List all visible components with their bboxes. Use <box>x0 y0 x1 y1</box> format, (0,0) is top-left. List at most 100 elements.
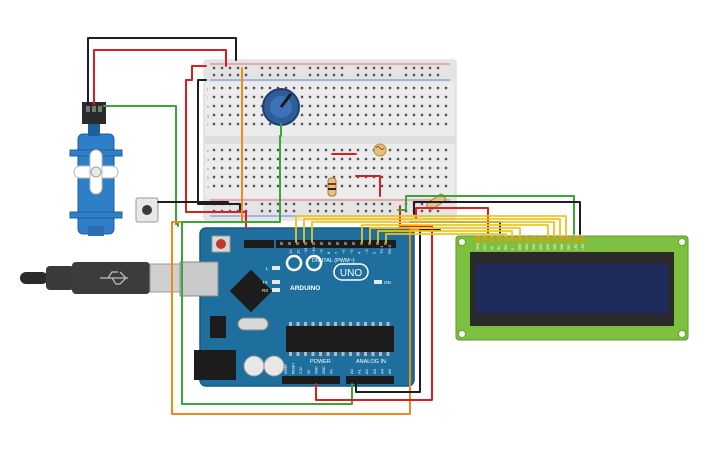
wire-rail-black <box>197 79 241 211</box>
model-label: UNO <box>340 268 362 279</box>
lcd-pin[interactable] <box>581 236 585 242</box>
lcd-pin[interactable] <box>483 236 487 242</box>
usb-cable[interactable] <box>20 262 183 294</box>
digital-label: DIGITAL (PWM~) <box>312 258 355 264</box>
analog-label: ANALOG IN <box>356 359 386 365</box>
lcd-pin-label: V0 <box>490 246 494 250</box>
analog-pin-label: A3 <box>372 368 377 374</box>
wire-black-bottom <box>355 229 441 393</box>
potentiometer[interactable] <box>262 88 300 126</box>
crystal <box>237 317 269 331</box>
lcd-pin[interactable] <box>539 236 543 242</box>
lcd-pin-label: DB3 <box>539 244 543 250</box>
lcd-pin[interactable] <box>497 236 501 242</box>
row-letter: g <box>207 113 209 118</box>
row-letter: b <box>207 175 210 180</box>
row-letter: a <box>207 184 210 189</box>
power-pin-label: Vin <box>330 369 334 374</box>
digital-pin-label: 2 <box>372 251 377 254</box>
digital-pin-label: 7 <box>334 251 339 254</box>
lcd-pin-label: DB7 <box>567 244 571 250</box>
brand-label: ARDUINO <box>290 285 320 292</box>
row-letter: c <box>207 166 209 171</box>
usb-port[interactable] <box>179 261 219 297</box>
row-letter: f <box>207 122 209 127</box>
digital-pin-label: ~11 <box>303 247 308 254</box>
lcd-pin[interactable] <box>567 236 571 242</box>
wire-yellow <box>295 215 567 243</box>
lcd-pin-label: DB6 <box>560 244 564 250</box>
lcd-pin[interactable] <box>476 236 480 242</box>
wire-green-lcd <box>397 195 575 235</box>
lcd-pin[interactable] <box>490 236 494 242</box>
digital-pin-label: ~6 <box>341 249 346 254</box>
digital-pin-label: RX 0 <box>387 244 392 254</box>
lcd-pin-label: DB0 <box>518 244 522 250</box>
lcd-pin-label: RW <box>504 245 508 250</box>
wire-yellow <box>369 227 521 243</box>
power-pin-label: IOREF <box>284 364 288 374</box>
analog-pin-label: A0 <box>349 368 354 374</box>
reset-icon <box>216 239 226 249</box>
wire-yellow <box>361 224 549 243</box>
lcd-pin[interactable] <box>546 236 550 242</box>
usb-chip <box>229 269 273 313</box>
servo-motor[interactable] <box>69 102 123 236</box>
power-pin-label: RESET <box>292 363 296 374</box>
analog-header <box>346 376 394 384</box>
digital-pin-label: 8 <box>326 251 331 254</box>
wire-yellow <box>377 230 513 243</box>
wire-red-bottom <box>315 225 433 401</box>
wire-pot-analog <box>181 123 353 405</box>
lcd-pin[interactable] <box>560 236 564 242</box>
lcd-pin-label: LED <box>574 243 578 250</box>
lcd-pin[interactable] <box>532 236 536 242</box>
capacitor-2 <box>263 355 285 377</box>
power-pin-label: GND <box>314 366 318 374</box>
digital-pin-label: 12 <box>296 249 301 254</box>
analog-pin-label: A2 <box>364 368 369 374</box>
lcd-pin-label: VCC <box>483 243 487 250</box>
row-letter: h <box>207 104 209 109</box>
lcd-screen <box>476 264 668 314</box>
digital-pin-label: ~9 <box>318 249 323 254</box>
on-led <box>374 280 382 284</box>
row-letter: i <box>207 95 208 100</box>
lcd-pin-label: GND <box>476 242 480 250</box>
lcd-pin-label: DB2 <box>532 244 536 250</box>
push-button[interactable] <box>135 197 159 223</box>
lcd-pin[interactable] <box>511 236 515 242</box>
analog-pin-label: A5 <box>387 368 392 374</box>
analog-pin-label: A1 <box>357 368 362 374</box>
wire-yellow <box>303 218 561 243</box>
power-pin-label: 5V <box>307 369 311 374</box>
lcd-pin-label: RS <box>497 246 501 250</box>
lcd-pin[interactable] <box>553 236 557 242</box>
servo-horn[interactable] <box>73 149 119 195</box>
lcd-pin[interactable] <box>574 236 578 242</box>
power-header <box>282 376 340 384</box>
lcd-pin-label: DB1 <box>525 244 529 250</box>
tx-led-label: TX <box>262 280 268 285</box>
lcd-pin[interactable] <box>518 236 522 242</box>
rx-led <box>272 288 280 292</box>
wire-servo-gnd <box>87 37 237 105</box>
power-jack[interactable] <box>194 350 236 380</box>
resistor-1[interactable] <box>327 177 337 197</box>
wire-rail-red <box>185 65 247 229</box>
lcd-pin[interactable] <box>504 236 508 242</box>
arduino-uno[interactable]: ARDUINO UNO L TX RX ON DIGITAL (PWM~) PO… <box>179 227 415 387</box>
digital-pin-label: ~10 <box>311 246 316 254</box>
lcd-pin[interactable] <box>525 236 529 242</box>
digital-pin-label: ~3 <box>364 249 369 254</box>
photoresistor[interactable] <box>373 143 387 157</box>
l-led-label: L <box>266 266 269 271</box>
lcd-pin-label: DB4 <box>546 244 550 250</box>
